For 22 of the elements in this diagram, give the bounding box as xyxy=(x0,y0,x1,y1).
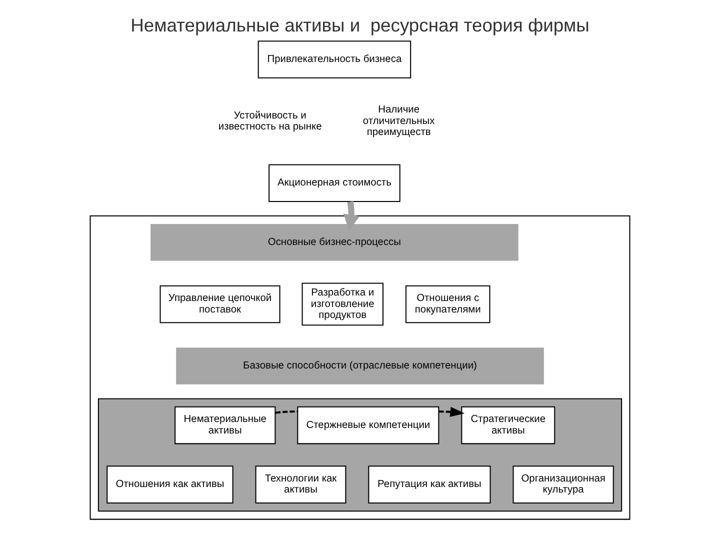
diagram-title: Нематериальные активы и ресурсная теория фирмы xyxy=(130,14,590,36)
node-box: Акционерная стоимость xyxy=(268,164,400,202)
node-box: Разработка и изготовление продуктов xyxy=(302,282,384,326)
arrow xyxy=(343,201,360,231)
node-box: Привлекательность бизнеса xyxy=(258,40,412,78)
node-box: Основные бизнес-процессы xyxy=(150,224,518,261)
node-text: Устойчивость и известность на рынке xyxy=(218,110,322,133)
node-box: Стержневые компетенции xyxy=(297,406,440,444)
node-box: Отношения с покупателями xyxy=(405,285,490,324)
node-box: Отношения как активы xyxy=(106,466,234,504)
cluster xyxy=(90,215,630,520)
node-text: Наличие отличительных преимуществ xyxy=(362,104,435,138)
node-box: Стратегические активы xyxy=(461,406,556,444)
node-box: Базовые способности (отраслевые компетенции) xyxy=(176,348,544,384)
node-box: Технологии как активы xyxy=(255,466,346,504)
cluster xyxy=(98,398,622,512)
arrow xyxy=(438,406,465,417)
node-box: Организационная культура xyxy=(512,466,614,504)
node-box: Управление цепочкой поставок xyxy=(160,285,280,324)
node-box: Нематериальные активы xyxy=(174,406,276,444)
node-box: Репутация как активы xyxy=(368,466,491,504)
connector xyxy=(275,410,298,414)
